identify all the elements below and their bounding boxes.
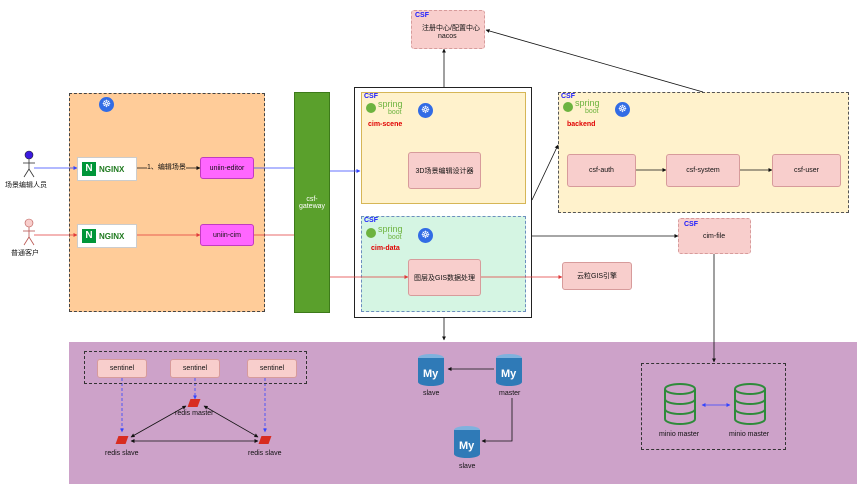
svg-text:My: My (501, 368, 517, 380)
minio-master-label: minio master (659, 431, 700, 438)
svg-text:My: My (423, 368, 439, 380)
cim-scene-label: cim-scene (368, 121, 403, 128)
cim-file-label: cim-file (703, 233, 726, 240)
cim-data-label: cim-data (371, 245, 400, 252)
sentinel-box: sentinel (97, 359, 147, 378)
csf-auth-box: csf-auth (567, 154, 636, 187)
actor-editor-label: 场景编辑人员 (5, 182, 47, 189)
csf-tag: CSF (364, 217, 378, 224)
cim-file-box: CSF cim-file (678, 218, 751, 254)
csf-tag: CSF (364, 93, 378, 100)
spring-boot-icon (563, 102, 573, 112)
gis-data-box: 图层及GIS数据处理 (408, 259, 481, 296)
minio-frame (641, 363, 786, 450)
edge-frame-backend (531, 144, 559, 201)
csf-tag: CSF (415, 12, 429, 19)
frontend-container (69, 93, 265, 312)
backend-container (558, 92, 849, 213)
sentinel-box: sentinel (170, 359, 220, 378)
csf-tag: CSF (561, 93, 575, 100)
redis-master-label: redis master (175, 410, 214, 417)
registry-title: 注册中心/配置中心 (422, 25, 480, 32)
csf-tag: CSF (684, 221, 698, 228)
redis-slave-label: redis slave (105, 450, 139, 457)
uniin-editor-box: uniin-editor (200, 157, 254, 179)
csf-gateway: csf- gateway (294, 92, 330, 313)
redis-slave-label: redis slave (248, 450, 282, 457)
person-icon (23, 150, 35, 178)
csf-system-box: csf-system (666, 154, 740, 187)
csf-user-box: csf-user (772, 154, 841, 187)
mysql-slave-label: slave (423, 390, 440, 397)
spring-boot-icon (366, 228, 376, 238)
sentinel-box: sentinel (247, 359, 297, 378)
gis-engine-box: 云粒GIS引擎 (562, 262, 632, 290)
mysql-icon: My (496, 354, 522, 386)
registry-name: nacos (438, 33, 457, 40)
uniin-cim-box: uniin-cim (200, 224, 254, 246)
minio-master-label: minio master (729, 431, 770, 438)
edit-scene-label: 1、编辑场景 (147, 162, 186, 172)
svg-text:My: My (459, 440, 475, 452)
mysql-icon: My (454, 426, 480, 458)
person-icon (23, 218, 35, 246)
spring-boot-icon (366, 103, 376, 113)
edge-master-slave-left (130, 405, 187, 438)
edge-backend-nacos (485, 29, 704, 93)
registry-box: CSF 注册中心/配置中心 nacos (411, 10, 485, 49)
kubernetes-icon: ☸ (99, 97, 114, 112)
kubernetes-icon: ☸ (418, 228, 433, 243)
backend-label: backend (567, 121, 596, 128)
mysql-master-label: master (499, 390, 521, 397)
mysql-icon: My (418, 354, 444, 386)
mysql-slave-label: slave (459, 463, 476, 470)
database-icon (664, 383, 696, 425)
kubernetes-icon: ☸ (418, 103, 433, 118)
edge-master-slave-right (203, 405, 259, 438)
actor-customer-label: 普通客户 (11, 250, 39, 257)
scene-editor-box: 3D场景编辑设计器 (408, 152, 481, 189)
database-icon (734, 383, 766, 425)
redis-cluster-frame (84, 351, 307, 384)
kubernetes-icon: ☸ (615, 102, 630, 117)
edge-mysql-master-slave2 (481, 398, 513, 443)
